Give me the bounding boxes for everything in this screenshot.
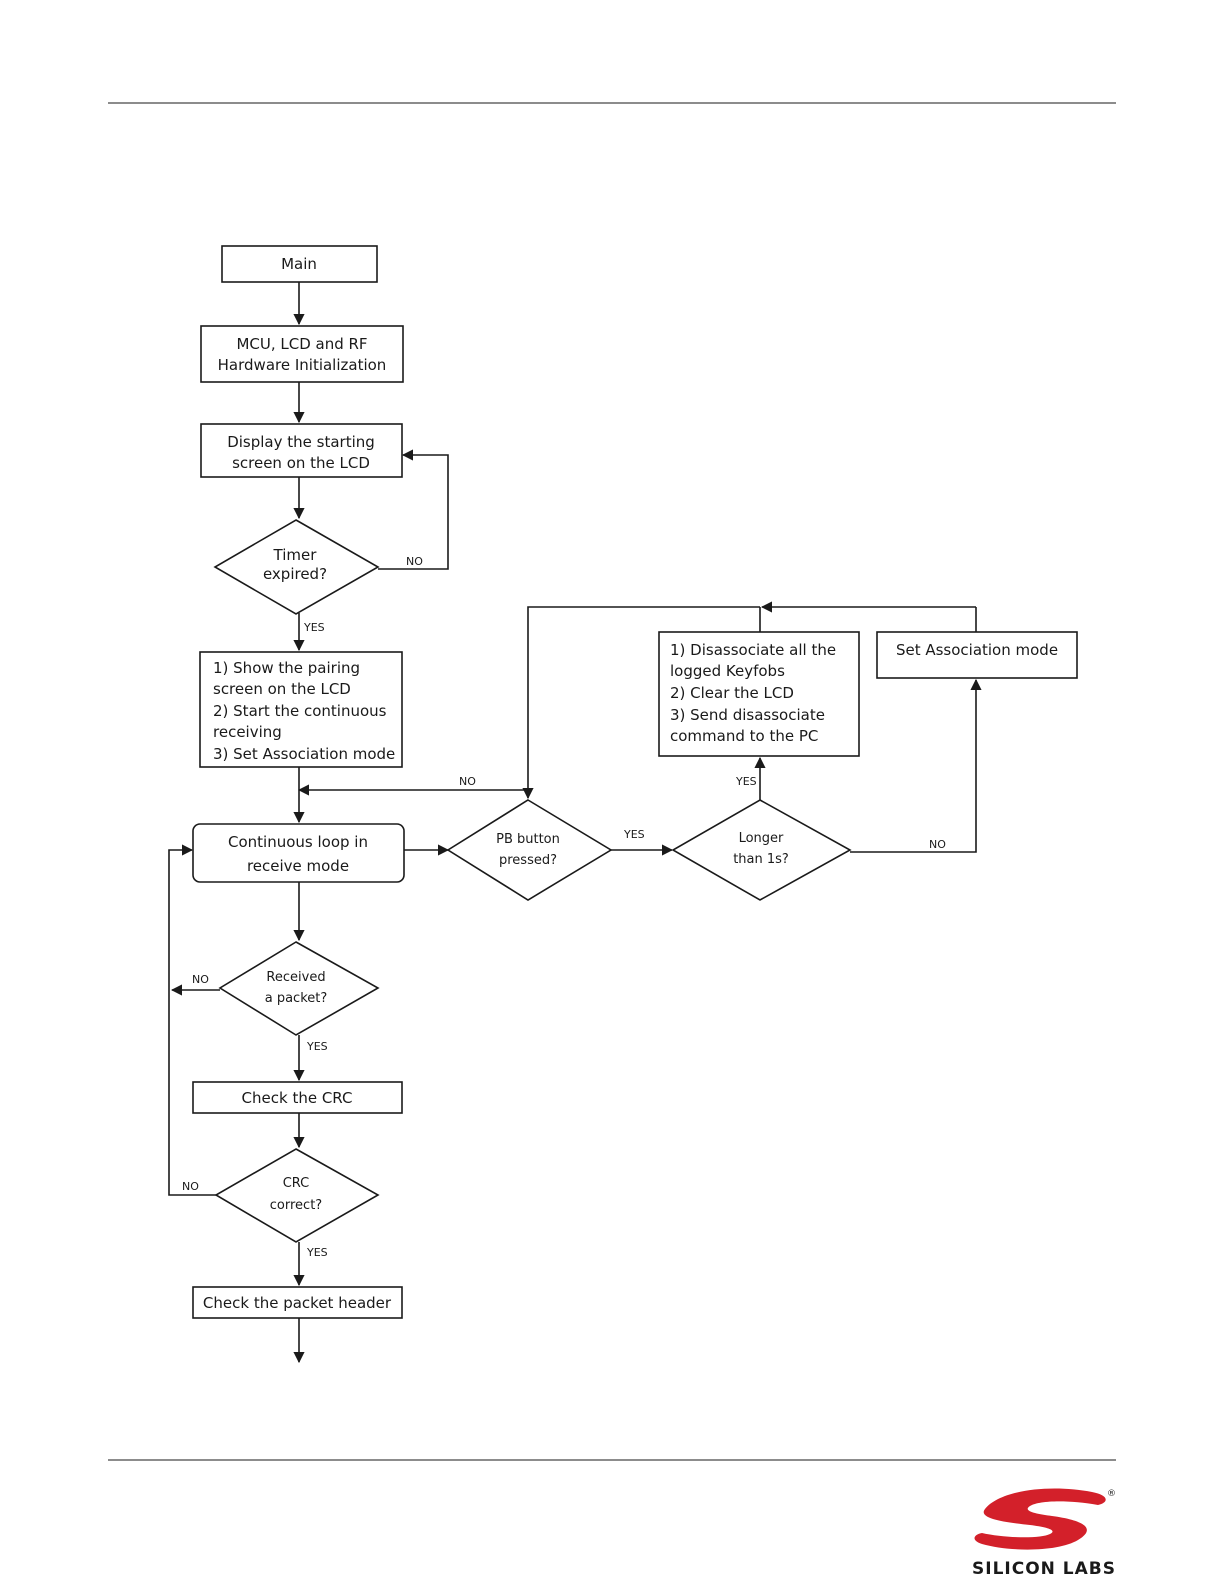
decision-pb-button: PB button pressed? [446,799,613,901]
node-hardware-init-line-1: MCU, LCD and RF [236,335,367,353]
edge-label-longer-yes: YES [735,775,757,788]
node-hardware-init: MCU, LCD and RF Hardware Initialization [200,325,404,383]
edge-label-pb-no: NO [459,775,476,788]
edge-label-received-yes: YES [306,1040,328,1053]
node-disassoc-line-4: 3) Send disassociate [670,706,825,724]
node-pairing-line-2: screen on the LCD [213,680,351,698]
decision-longer-than-1s: Longer than 1s? [671,799,852,901]
edge-label-crc-yes: YES [306,1246,328,1259]
node-set-association: Set Association mode [876,631,1078,679]
decision-timer-line-1: Timer [273,546,318,564]
node-pairing-line-4: receiving [213,723,282,741]
node-disassoc-line-2: logged Keyfobs [670,662,785,680]
edge-label-longer-no: NO [929,838,946,851]
node-disassoc-line-5: command to the PC [670,727,818,745]
node-check-packet-header: Check the packet header [192,1286,403,1319]
node-display-start-line-2: screen on the LCD [232,454,370,472]
node-pairing-line-1: 1) Show the pairing [213,659,360,677]
decision-timer-expired: Timer expired? [213,519,380,615]
logo-registered-mark: ® [1107,1489,1116,1499]
node-disassoc-line-1: 1) Disassociate all the [670,641,836,659]
node-check-crc-label: Check the CRC [242,1089,353,1107]
node-pairing-line-5: 3) Set Association mode [213,745,395,763]
node-loop-line-1: Continuous loop in [228,833,368,851]
decision-pb-line-1: PB button [496,832,560,847]
decision-timer-line-2: expired? [263,565,327,583]
logo-swoosh-icon [974,1488,1106,1550]
node-disassociate: 1) Disassociate all the logged Keyfobs 2… [658,631,860,757]
decision-longer-line-2: than 1s? [733,852,789,867]
decision-crc-correct: CRC correct? [214,1148,380,1243]
node-loop-line-2: receive mode [247,857,349,875]
logo-text: SILICON LABS [972,1559,1116,1579]
node-hardware-init-line-2: Hardware Initialization [218,356,387,374]
decision-crc-line-2: correct? [270,1198,322,1213]
node-pairing-line-3: 2) Start the continuous [213,702,387,720]
node-main-label: Main [281,255,317,273]
decision-crc-line-1: CRC [283,1176,310,1191]
node-continuous-loop: Continuous loop in receive mode [192,823,405,883]
decision-longer-line-1: Longer [739,831,784,846]
node-set-association-label: Set Association mode [896,641,1058,659]
decision-received-line-1: Received [266,970,325,985]
decision-received-packet: Received a packet? [218,941,380,1036]
edge-label-received-no: NO [192,973,209,986]
silicon-labs-logo: ® SILICON LABS [972,1488,1116,1579]
node-disassoc-line-3: 2) Clear the LCD [670,684,794,702]
node-main: Main [221,245,378,283]
node-pairing-screen: 1) Show the pairing screen on the LCD 2)… [199,651,403,768]
edge-label-timer-no: NO [406,555,423,568]
node-display-start: Display the starting screen on the LCD [200,423,403,478]
edge-label-crc-no: NO [182,1180,199,1193]
node-display-start-line-1: Display the starting [227,433,375,451]
node-check-crc: Check the CRC [192,1081,403,1114]
decision-received-line-2: a packet? [265,991,328,1006]
node-check-header-label: Check the packet header [203,1294,392,1312]
decision-pb-line-2: pressed? [499,853,557,868]
edge-label-timer-yes: YES [303,621,325,634]
edge-label-pb-yes: YES [623,828,645,841]
